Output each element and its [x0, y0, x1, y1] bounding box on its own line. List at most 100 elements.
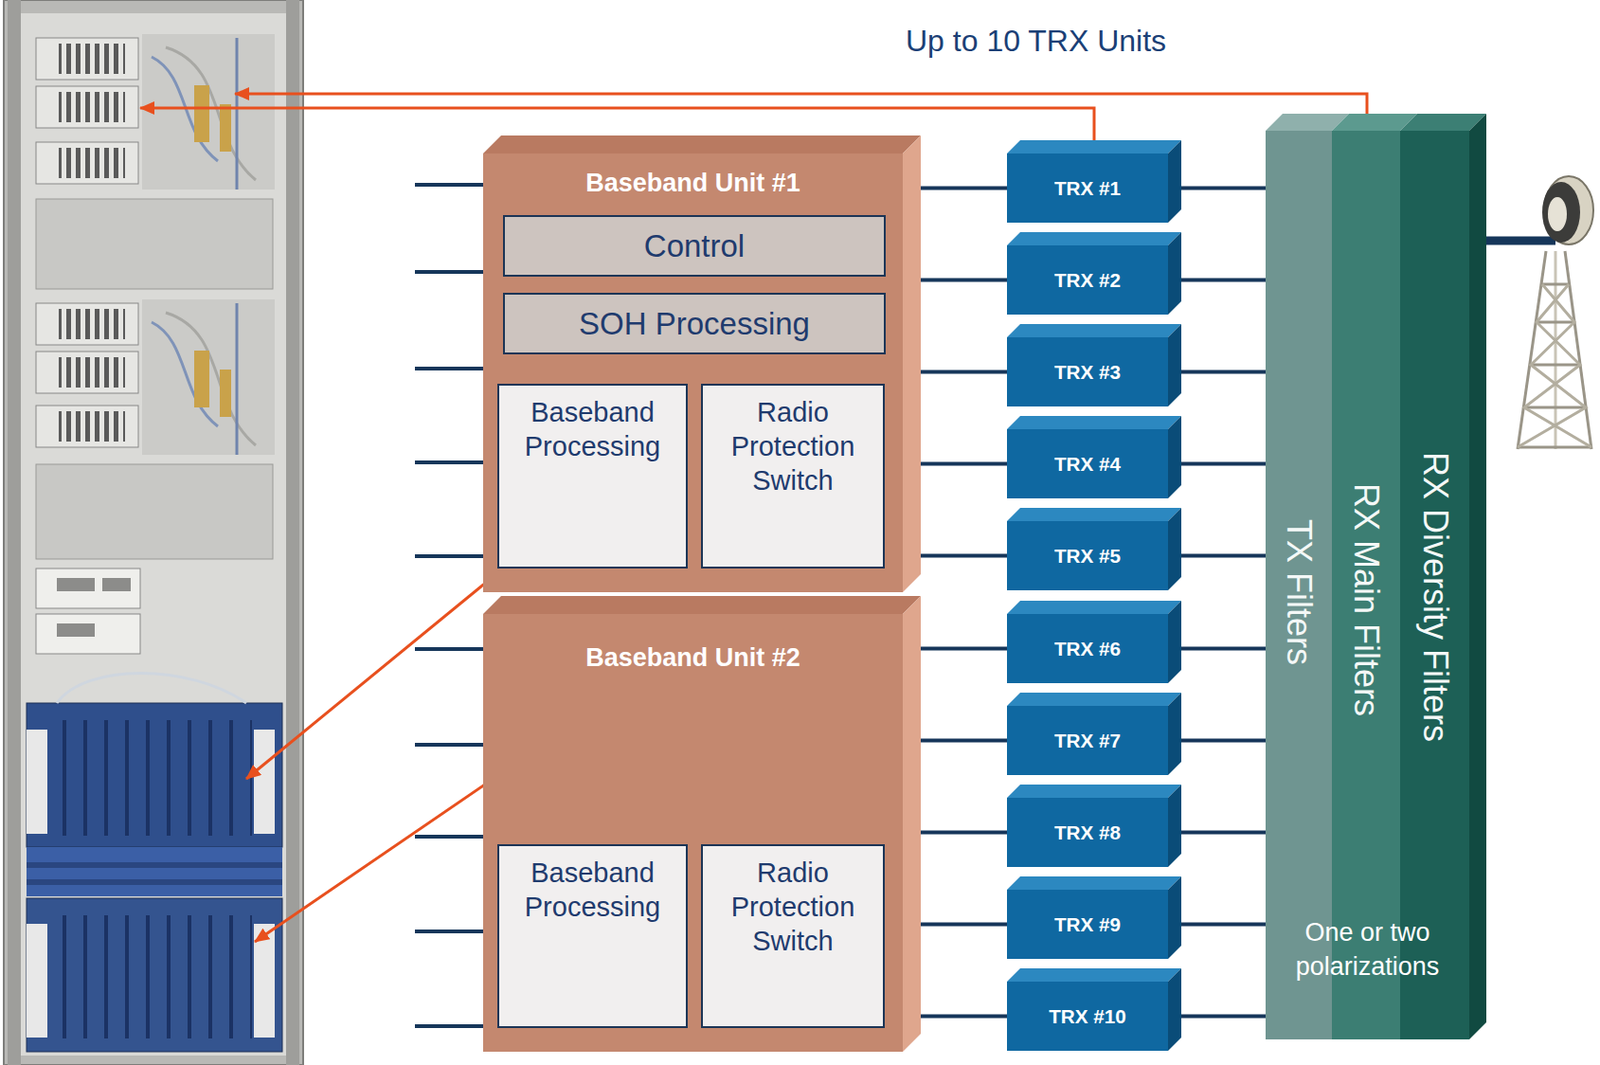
link-line [1168, 554, 1266, 558]
bevel-top [1006, 140, 1182, 154]
bevel-side [1168, 232, 1182, 315]
trx-unit: TRX #5 [1006, 521, 1169, 591]
unit-title: Baseband Unit #1 [483, 168, 903, 198]
radio-vent [58, 308, 126, 340]
trx-unit: TRX #10 [1006, 981, 1169, 1051]
aux-port [56, 623, 95, 637]
link-line [902, 738, 1007, 743]
trx-unit: TRX #9 [1006, 889, 1169, 959]
node-text: TRX #10 [1048, 1003, 1127, 1030]
bevel-top [483, 595, 921, 614]
node-text: Radio Protection Switch [706, 395, 880, 498]
aux-unit [35, 568, 141, 609]
port-line [414, 554, 484, 558]
bevel-top [1006, 876, 1182, 890]
baseband-subrack [26, 702, 283, 847]
node-text: RX Main Filters [1347, 483, 1385, 717]
function-box: Control [503, 215, 886, 277]
port-line [414, 647, 484, 651]
connector [219, 369, 232, 417]
bevel-top [1006, 415, 1182, 430]
node-text: Baseband Processing [503, 395, 683, 464]
blank-panel [35, 464, 273, 559]
node-text: TRX #9 [1054, 911, 1121, 938]
bevel-side [902, 135, 921, 593]
node-text: TRX #6 [1054, 635, 1121, 663]
rack-interior [20, 13, 287, 1056]
cable-area [142, 299, 275, 455]
link-line [1168, 370, 1266, 375]
baseband-unit: Baseband Unit #1 ControlSOH ProcessingBas… [483, 153, 903, 593]
antenna-tower [1486, 176, 1594, 450]
node-text: SOH Processing [578, 305, 810, 342]
function-box: Baseband Processing [497, 383, 688, 569]
filter-band: TX Filters [1265, 130, 1332, 1040]
bevel-top [1006, 507, 1182, 522]
port-line [414, 1024, 484, 1028]
polarization-note: One or two polarizations [1265, 915, 1470, 984]
port-line [414, 460, 484, 465]
radio-unit [35, 37, 139, 80]
cable [235, 303, 239, 455]
bevel-top [1006, 600, 1182, 614]
port-line [414, 742, 484, 747]
trx-unit: TRX #1 [1006, 153, 1169, 223]
node-text: TRX #4 [1054, 450, 1121, 478]
port-line [414, 182, 484, 187]
tower-brace [1517, 284, 1592, 448]
link-line [1168, 647, 1266, 651]
subrack-slots [49, 719, 252, 836]
radio-unit [35, 142, 139, 184]
rack-frame [3, 0, 304, 1065]
link-line [902, 186, 1007, 191]
filter-band: RX Diversity Filters [1400, 130, 1470, 1040]
node-text: Radio Protection Switch [706, 855, 880, 958]
connector [219, 104, 232, 152]
bevel-side [1168, 415, 1182, 499]
port-lines [414, 184, 484, 1026]
bevel-side [1168, 140, 1182, 223]
function-box: SOH Processing [503, 292, 886, 355]
port-line [414, 269, 484, 274]
radio-vent [58, 147, 126, 179]
callout-arrow [140, 107, 1095, 142]
subrack-rail [253, 729, 275, 834]
node-text: TRX #5 [1054, 542, 1121, 570]
bevel-side [1168, 507, 1182, 591]
callout-arrow [254, 777, 495, 942]
bevel-side [1168, 876, 1182, 959]
equipment-rack [3, 0, 304, 1065]
unit-title: Baseband Unit #2 [483, 643, 903, 673]
trx-unit: TRX #2 [1006, 245, 1169, 315]
bevel-top [1331, 113, 1418, 131]
bevel-top [483, 135, 921, 154]
radio-unit [35, 303, 139, 345]
radio-unit [35, 86, 139, 128]
link-line [1168, 830, 1266, 835]
port-line [414, 834, 484, 839]
cable-duct-stripe [26, 879, 283, 885]
link-line [902, 647, 1007, 651]
link-line [1168, 186, 1266, 191]
link-line [902, 830, 1007, 835]
bevel-top [1006, 692, 1182, 706]
filter-band: RX Main Filters [1331, 130, 1401, 1040]
feeder-line [1486, 236, 1556, 246]
connector [194, 350, 210, 408]
link-line [902, 278, 1007, 283]
function-box: Baseband Processing [497, 844, 688, 1028]
cable [235, 37, 239, 190]
bevel-top [1006, 232, 1182, 246]
bevel-side [902, 595, 921, 1052]
link-line [1168, 738, 1266, 743]
callout-arrow [234, 93, 1367, 118]
link-line [1168, 462, 1266, 467]
link-line [1168, 278, 1266, 283]
node-text: TRX #8 [1054, 819, 1121, 846]
subrack-rail [26, 923, 48, 1038]
dish-face [1542, 181, 1581, 243]
heading-note: Up to 10 TRX Units [905, 22, 1266, 59]
cable [151, 322, 218, 427]
bevel-side [1168, 323, 1182, 407]
